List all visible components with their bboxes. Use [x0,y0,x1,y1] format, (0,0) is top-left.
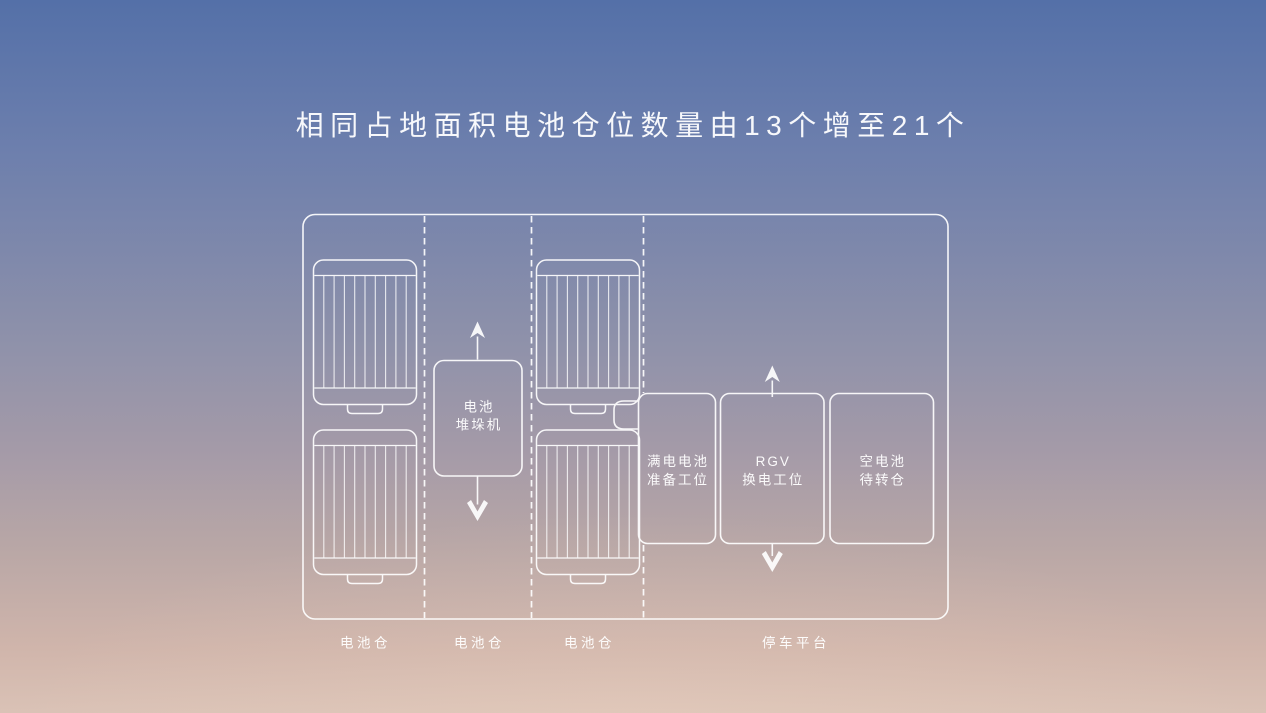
page-title: 相同占地面积电池仓位数量由13个增至21个 [295,110,971,141]
rgv-swap-label-line2: 换电工位 [742,473,804,488]
rgv-arrow-up [764,365,781,397]
full-battery-prep-box [637,392,717,545]
stacker-arrow-down [466,476,489,522]
rgv-arrow-down [761,544,784,573]
empty-battery-transfer-box [829,392,935,545]
station-outline [302,213,949,620]
battery-rack-bottom-left [312,429,418,585]
empty-battery-transfer-label-line2: 待转仓 [860,473,907,488]
battery-rack-bottom-middle [535,429,641,585]
rack-to-station-connector [613,400,639,430]
stacker-label-line2: 堆垛机 [456,418,503,433]
up-arrow-icon [469,321,486,339]
full-battery-prep-label-line1: 满电电池 [647,454,709,469]
zone-label-battery-bay-2: 电池仓 [454,636,505,651]
stacker-arrow-up [469,321,486,360]
zone-label-battery-bay-1: 电池仓 [340,636,391,651]
zone-label-parking-platform: 停车平台 [762,635,830,651]
up-arrow-icon [764,365,781,383]
battery-rack-top-middle [535,259,641,415]
zone-label-battery-bay-3: 电池仓 [564,636,615,651]
rgv-swap-label-line1: RGV [756,454,791,469]
full-battery-prep-label-line2: 准备工位 [647,472,709,488]
stacker-label-line1: 电池 [464,400,495,415]
battery-rack-top-left [312,259,418,415]
empty-battery-transfer-label-line1: 空电池 [860,454,907,469]
